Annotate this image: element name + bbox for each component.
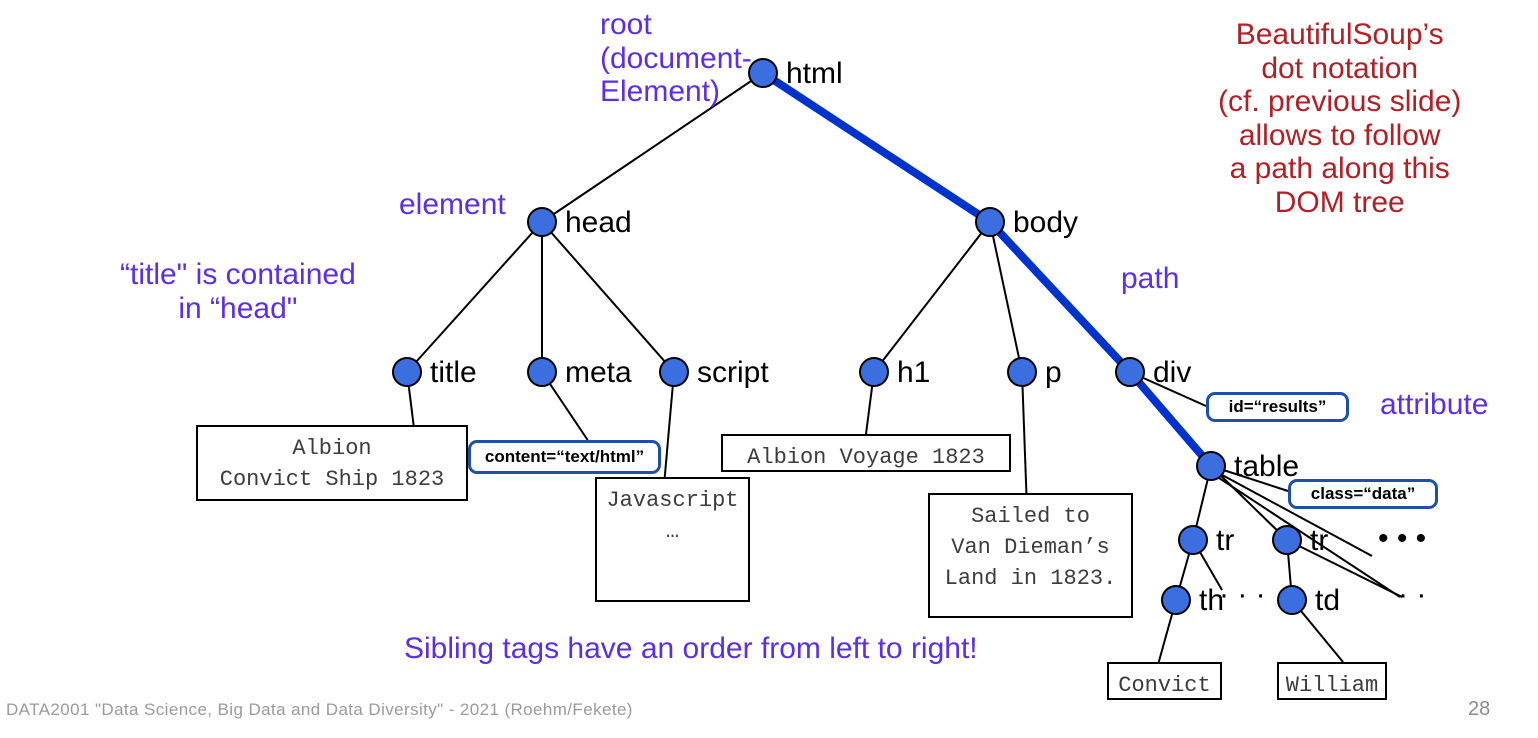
edge-body-to-div <box>987 219 1133 375</box>
annotation-element-annotation: element <box>399 188 506 222</box>
annotation-line: dot notation <box>1261 51 1419 85</box>
annotation-line: (cf. previous slide) <box>1218 85 1462 119</box>
text-box-title-text: Albion Convict Ship 1823 <box>196 425 468 501</box>
tree-node-label-html: html <box>786 57 843 90</box>
tree-node-label-p: p <box>1045 356 1062 389</box>
annotation-path-annotation: path <box>1121 262 1179 296</box>
tree-node-label-tr2: tr <box>1310 524 1329 557</box>
edge-head-to-script <box>541 221 675 373</box>
tree-node-html <box>748 58 778 88</box>
annotation-line: DOM tree <box>1274 185 1405 219</box>
text-box-th-text: Convict <box>1107 662 1222 700</box>
annotation-line: element <box>399 188 506 221</box>
text-box-td-text: William <box>1277 662 1387 700</box>
ellipsis-th-td-ellipsis: · · · <box>1219 578 1266 611</box>
annotation-line: root <box>600 8 652 41</box>
edge-body-to-p <box>989 221 1023 373</box>
tree-node-script <box>659 357 689 387</box>
tree-node-label-table: table <box>1234 450 1300 483</box>
tree-node-label-meta: meta <box>565 356 632 389</box>
tree-node-meta <box>527 357 557 387</box>
ellipsis-table-cell-ellipsis: · · <box>1398 578 1427 611</box>
edge-html-to-body <box>760 69 993 226</box>
annotation-line: (document- <box>600 41 752 75</box>
ellipsis-table-row-ellipsis: • • • <box>1378 522 1427 555</box>
tree-node-th <box>1161 585 1191 615</box>
annotation-line: attribute <box>1380 388 1489 421</box>
annotation-line: a path along this <box>1229 152 1450 186</box>
connector-p-to-p-text <box>1021 371 1028 494</box>
text-box-script-text: Javascript … <box>595 477 750 602</box>
edge-head-to-title <box>406 221 543 373</box>
annotation-line: path <box>1121 262 1180 295</box>
attribute-box-div-attr: id=“results” <box>1206 392 1349 422</box>
tree-node-h1 <box>859 357 889 387</box>
tree-node-label-div: div <box>1153 356 1192 389</box>
tree-node-p <box>1007 357 1037 387</box>
tree-node-label-th: th <box>1199 584 1225 617</box>
tree-node-table <box>1196 451 1226 481</box>
text-box-h1-text: Albion Voyage 1823 <box>721 434 1011 472</box>
slide-footer: DATA2001 "Data Science, Big Data and Dat… <box>6 700 633 719</box>
annotation-line: allows to follow <box>1238 118 1441 152</box>
tree-node-title <box>392 357 422 387</box>
tree-node-div <box>1115 357 1145 387</box>
tree-node-label-tr1: tr <box>1216 524 1235 557</box>
annotation-root-annotation: root(document-Element) <box>600 8 752 109</box>
annotation-sibling-order-annotation: Sibling tags have an order from left to … <box>404 632 978 666</box>
text-box-p-text: Sailed to Van Dieman’s Land in 1823. <box>928 493 1133 618</box>
edge-body-to-h1 <box>873 221 991 373</box>
annotation-attribute-annotation: attribute <box>1380 388 1488 422</box>
tree-node-label-body: body <box>1013 206 1079 239</box>
tree-node-label-td: td <box>1315 584 1341 617</box>
page-number: 28 <box>1468 698 1491 720</box>
tree-node-td <box>1277 585 1307 615</box>
tree-node-head <box>527 207 557 237</box>
tree-node-body <box>975 207 1005 237</box>
tree-node-label-h1: h1 <box>897 356 931 389</box>
tree-node-tr2 <box>1272 525 1302 555</box>
annotation-line: Sibling tags have an order from left to … <box>404 632 978 665</box>
annotation-line: Element) <box>600 75 721 109</box>
tree-node-label-title: title <box>430 356 477 389</box>
annotation-line: “title" is contained <box>120 258 356 291</box>
connector-script-to-script-text <box>663 371 675 478</box>
annotation-line: in “head" <box>178 291 298 325</box>
tree-node-label-head: head <box>565 206 632 239</box>
attribute-box-meta-attr: content=“text/html” <box>468 440 661 474</box>
attribute-box-table-attr: class=“data” <box>1288 479 1438 509</box>
tree-node-label-script: script <box>697 356 769 389</box>
tree-node-tr1 <box>1178 525 1208 555</box>
annotation-line: BeautifulSoup’s <box>1235 18 1444 51</box>
